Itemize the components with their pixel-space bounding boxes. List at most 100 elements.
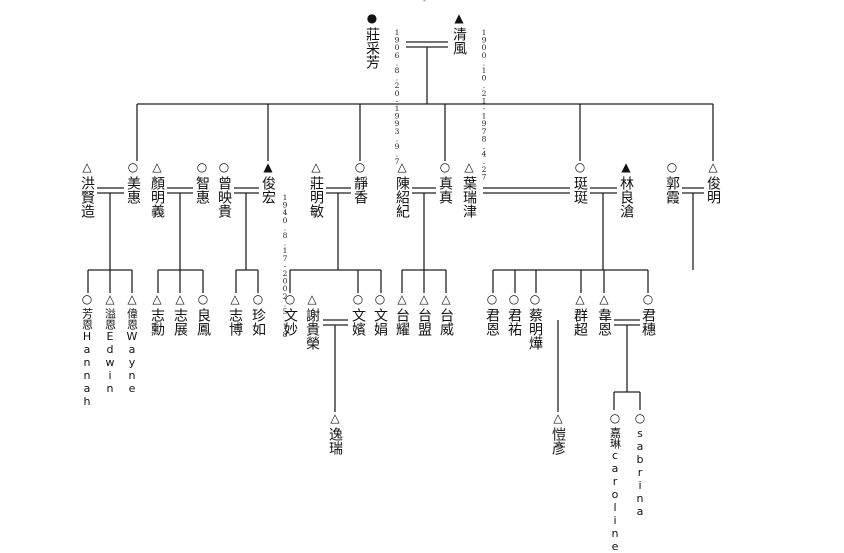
gender-symbol-icon: ○	[284, 292, 296, 306]
person-jialin: ○嘉琳caroline	[606, 412, 624, 553]
person-name: 美惠	[125, 176, 141, 204]
person-name: 俊明	[705, 176, 721, 204]
person-name: 志勳	[149, 308, 165, 336]
gender-symbol-icon: △	[82, 160, 92, 174]
person-chenshaoji: △ 陳紹紀	[393, 161, 411, 218]
gender-symbol-icon: ○	[196, 160, 208, 174]
gender-symbol-icon: △	[307, 292, 317, 306]
person-yanmingyi: △顏明義	[148, 161, 166, 218]
gender-symbol-icon: △	[397, 292, 407, 306]
person-name: 君恩	[484, 308, 500, 336]
person-name: 陳紹紀	[394, 176, 410, 218]
person-name: 珽珽	[572, 176, 588, 204]
person-jingxiang: ○ 靜香	[351, 161, 369, 204]
gender-symbol-icon: ○	[642, 292, 654, 306]
gender-symbol-icon: ○	[609, 411, 621, 425]
person-name: sabrina	[633, 427, 647, 518]
gender-symbol-icon: ○	[374, 292, 386, 306]
person-name: 愷彥	[550, 427, 566, 455]
person-name: 文娟	[372, 308, 388, 336]
person-name: 良鳳	[195, 308, 211, 336]
person-name: 君穗	[640, 308, 656, 336]
person-hongxianzao: △ 洪賢造	[78, 161, 96, 218]
person-name: 莊采芳	[364, 27, 380, 69]
person-fangen: ○芳恩Hannah	[78, 293, 96, 408]
person-name: 台耀	[394, 308, 410, 336]
person-wenmiao: ○ 文妙	[281, 293, 299, 336]
person-guoxia: ○郭霞	[663, 161, 681, 204]
gender-symbol-icon: ○	[529, 292, 541, 306]
person-name: 洪賢造	[79, 176, 95, 218]
person-junhong: ▲ 俊宏	[259, 161, 277, 204]
person-name: 韋恩	[596, 308, 612, 336]
person-name: 偉恩Wayne	[125, 308, 139, 395]
person-name: 俊宏	[260, 176, 276, 204]
gender-symbol-icon: △	[152, 292, 162, 306]
person-zhixun: △ 志勳	[148, 293, 166, 336]
person-junyou: ○ 君祐	[505, 293, 523, 336]
gender-symbol-icon: △	[330, 411, 340, 425]
person-zhihui: ○ 智惠	[193, 161, 211, 204]
gender-symbol-icon: ○	[354, 160, 366, 174]
gender-symbol-icon: ○	[508, 292, 520, 306]
person-liangfeng: ○ 良鳳	[194, 293, 212, 336]
person-kaiyan: △ 愷彥	[549, 412, 567, 455]
person-name: 真真	[437, 176, 453, 204]
person-qingfeng: ▲ 清風	[450, 12, 468, 55]
gender-symbol-icon: ○	[252, 292, 264, 306]
person-taiyao: △ 台耀	[393, 293, 411, 336]
person-name: 林良滄	[618, 176, 634, 218]
gender-symbol-icon: △	[127, 292, 137, 306]
gender-symbol-icon: △	[441, 292, 451, 306]
gender-symbol-icon: ○	[127, 160, 139, 174]
gender-symbol-icon: ▲	[263, 160, 273, 174]
gender-symbol-icon: ▲	[454, 11, 464, 25]
gender-symbol-icon: △	[397, 160, 407, 174]
person-meihui: ○ 美惠	[124, 161, 142, 204]
person-name: 君祐	[506, 308, 522, 336]
person-name: 清風	[451, 27, 467, 55]
person-yirui: △逸瑞	[326, 412, 344, 455]
person-name: 文妙	[282, 308, 298, 336]
person-xieguirong: △謝貴榮	[303, 293, 321, 350]
person-tingting: ○ 珽珽	[571, 161, 589, 204]
gender-symbol-icon: ○	[81, 292, 93, 306]
person-caimingye: ○蔡明燁	[526, 293, 544, 350]
life-dates: 1906.8.20-1993.9.7	[392, 28, 402, 165]
person-name: 靜香	[352, 176, 368, 204]
gender-symbol-icon: △	[553, 411, 563, 425]
person-weien: △ 偉恩Wayne	[123, 293, 141, 395]
person-name: 智惠	[194, 176, 210, 204]
person-zhenzhen: ○ 真真	[436, 161, 454, 204]
gender-symbol-icon: △	[575, 292, 585, 306]
gender-symbol-icon: ○	[574, 160, 586, 174]
person-name: 曾映貴	[216, 176, 232, 218]
gender-symbol-icon: ●	[366, 11, 378, 25]
gender-symbol-icon: △	[105, 292, 115, 306]
gender-symbol-icon: ○	[486, 292, 498, 306]
person-linliangcang: ▲ 林良滄	[617, 161, 635, 218]
person-sabrina: ○sabrina	[631, 412, 649, 518]
person-name: 志博	[227, 308, 243, 336]
person-name: 莊明敏	[308, 176, 324, 218]
person-zhizhan: △ 志展	[171, 293, 189, 336]
gender-symbol-icon: ▲	[621, 160, 631, 174]
corner-mark: -	[423, 0, 426, 5]
person-name: 群超	[572, 308, 588, 336]
person-name: 郭霞	[664, 176, 680, 204]
life-dates: 1900.10.21-1978.4.27	[479, 28, 489, 181]
person-zhibo: △志博	[226, 293, 244, 336]
gender-symbol-icon: △	[175, 292, 185, 306]
person-name: 溢恩Edwin	[103, 308, 117, 395]
gender-symbol-icon: ○	[439, 160, 451, 174]
person-taimeng: △台盟	[415, 293, 433, 336]
person-zhuangcaifang: ● 莊采芳	[363, 12, 381, 69]
life-dates: 1940.8.17-2002.5.18	[280, 193, 290, 338]
gender-symbol-icon: ○	[218, 160, 230, 174]
gender-symbol-icon: ○	[197, 292, 209, 306]
person-yien: △ 溢恩Edwin	[101, 293, 119, 395]
person-name: 志展	[172, 308, 188, 336]
person-taiwei: △台威	[437, 293, 455, 336]
person-junming: △俊明	[704, 161, 722, 204]
